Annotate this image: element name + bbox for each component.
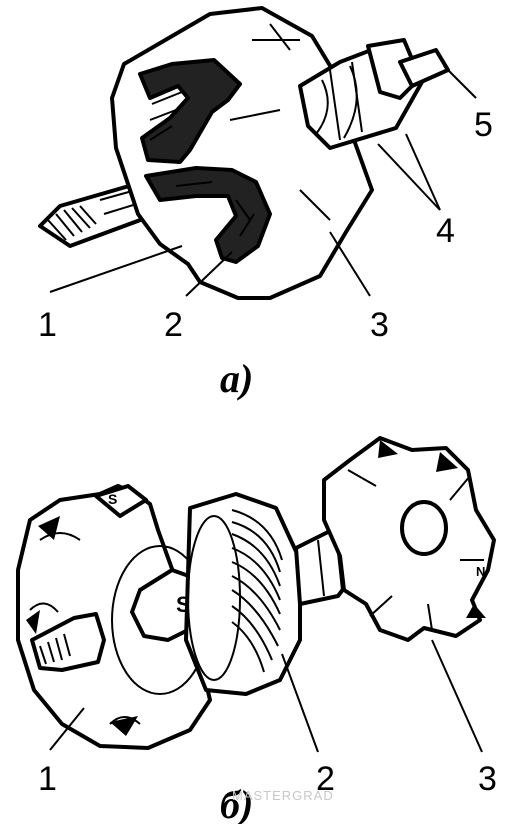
field-coil [184,492,302,696]
slip-ring-1 [315,79,329,135]
label-b-1: 1 [38,760,57,798]
left-threaded-shaft [30,612,106,672]
figure-b-exploded-rotor: S S [16,436,497,824]
n-mark-1: N [438,455,448,471]
upper-claw-slot [138,58,242,164]
n-pole-half: N N [322,436,496,642]
figure-a-leader-lines [49,65,477,297]
s-mark-small: S [108,491,117,507]
figure-b-leader-lines [49,639,483,753]
label-a-1: 1 [38,306,57,344]
label-a-2: 2 [164,306,183,344]
n-pole-bore [400,500,448,556]
n-mark-2: N [476,564,485,579]
watermark: MASTERGRAD [232,788,334,803]
lower-claw-slot [144,166,272,264]
label-a-5: 5 [474,106,493,144]
caption-b: б) [220,782,253,824]
slip-ring-2 [343,65,358,139]
label-b-3: 3 [478,760,497,798]
label-a-4: 4 [436,212,455,250]
label-a-3: 3 [370,306,389,344]
label-b-2: 2 [316,760,335,798]
claw-pole-body [110,6,374,300]
slip-ring-shaft [298,38,450,150]
caption-a: a) [220,356,253,401]
s-pole-half: S S [16,484,216,750]
figure-a-assembled-rotor: 1 2 3 4 5 a) [38,6,493,401]
